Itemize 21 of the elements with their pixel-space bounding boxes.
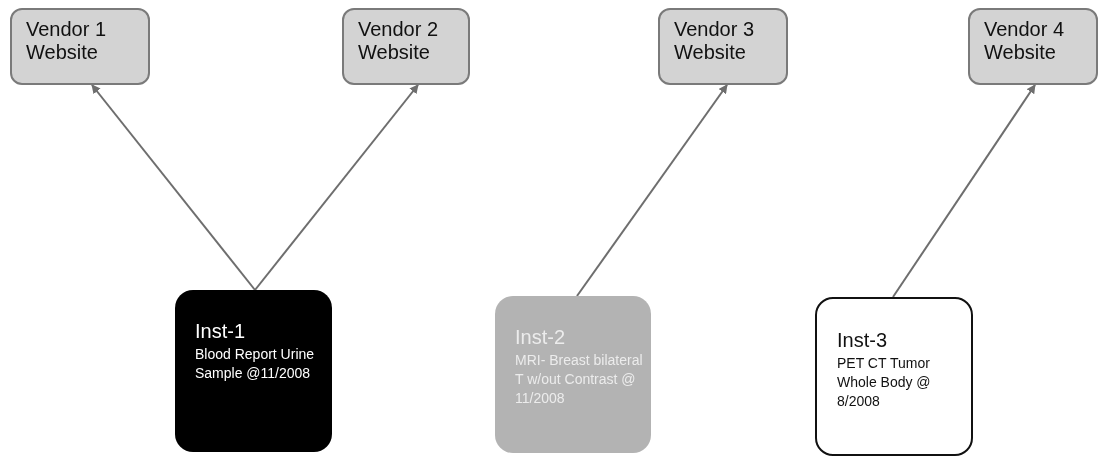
box-title: Vendor 1 Website — [26, 18, 108, 64]
box-title: Vendor 4 Website — [984, 18, 1066, 64]
box-title: Inst-1 — [195, 320, 247, 343]
website-box — [342, 8, 470, 85]
box-title: Vendor 3 Website — [674, 18, 756, 64]
box-title: Vendor 2 Website — [358, 18, 440, 64]
arrow — [91, 84, 256, 291]
website-box — [10, 8, 150, 85]
box-text: PET CT Tumor Whole Body @ 8/2008 — [837, 354, 932, 411]
item-box — [175, 290, 332, 452]
box-text: MRI- Breast bilateral T w/out Contrast @ 11/2008 — [515, 351, 643, 408]
box-title: Inst-3 — [837, 329, 889, 352]
arrow — [254, 84, 419, 291]
arrow — [576, 84, 728, 297]
website-box — [658, 8, 788, 85]
website-box — [968, 8, 1098, 85]
arrow — [892, 84, 1036, 298]
box-text: Blood Report Urine Sample @11/2008 — [195, 345, 316, 383]
item-box — [815, 297, 973, 456]
box-title: Inst-2 — [515, 326, 567, 349]
item-box — [495, 296, 651, 453]
